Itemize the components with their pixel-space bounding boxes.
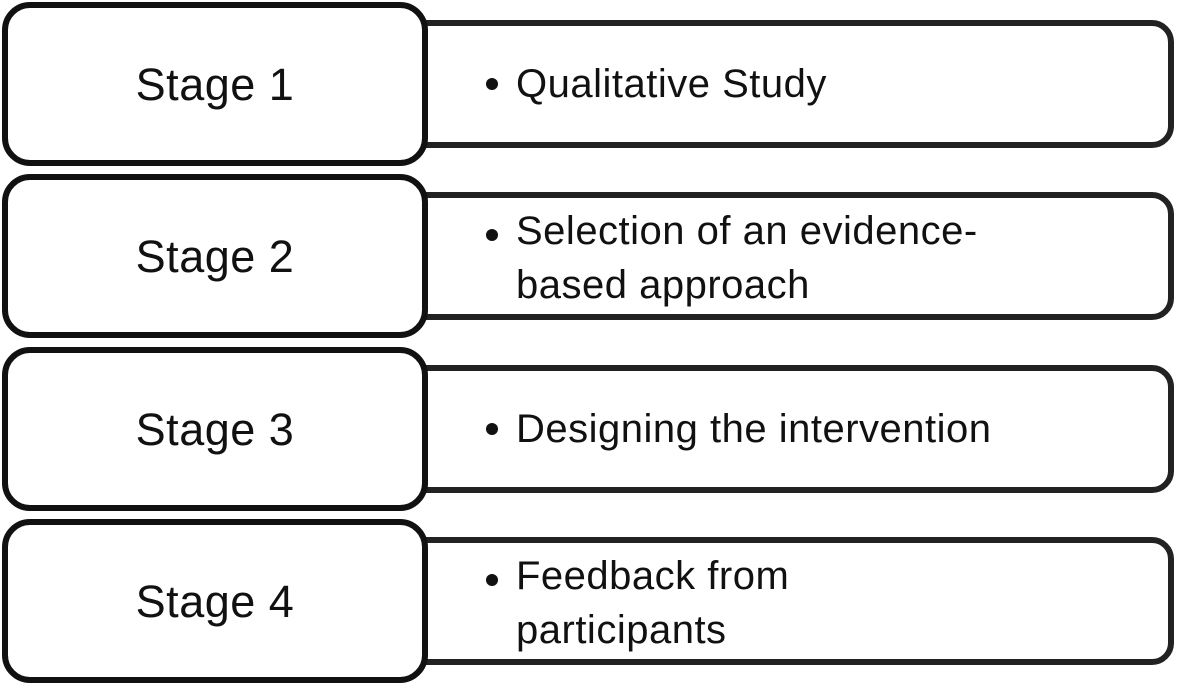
stage-3-description-text: Designing the intervention (516, 407, 992, 451)
stage-row-3: Designing the intervention Stage 3 (0, 345, 1181, 515)
stage-3-box: Stage 3 (2, 347, 428, 511)
stage-4-label: Stage 4 (135, 575, 295, 627)
stage-2-description: Selection of an evidence- based approach (486, 198, 1138, 314)
stage-row-4: Feedback from participants Stage 4 (0, 517, 1181, 687)
stage-1-description: Qualitative Study (486, 26, 1138, 142)
stage-row-2: Selection of an evidence- based approach… (0, 172, 1181, 342)
bullet-icon (486, 229, 498, 241)
stage-4-box: Stage 4 (2, 519, 428, 683)
bullet-icon (486, 78, 498, 90)
stage-3-description: Designing the intervention (486, 371, 1138, 487)
bullet-icon (486, 423, 498, 435)
stage-2-label: Stage 2 (135, 230, 295, 282)
stage-2-description-box: Selection of an evidence- based approach (402, 192, 1174, 320)
stage-4-description-box: Feedback from participants (402, 537, 1174, 665)
stage-1-box: Stage 1 (2, 2, 428, 166)
stage-4-description: Feedback from participants (486, 543, 1138, 659)
stage-1-description-box: Qualitative Study (402, 20, 1174, 148)
stage-2-description-text: Selection of an evidence- based approach (516, 209, 978, 307)
stage-3-label: Stage 3 (135, 403, 295, 455)
stage-2-box: Stage 2 (2, 174, 428, 338)
stage-1-description-text: Qualitative Study (516, 62, 827, 106)
stage-3-description-box: Designing the intervention (402, 365, 1174, 493)
stage-row-1: Qualitative Study Stage 1 (0, 0, 1181, 170)
stage-1-label: Stage 1 (135, 58, 295, 110)
bullet-icon (486, 574, 498, 586)
stage-4-description-text: Feedback from participants (516, 554, 790, 652)
